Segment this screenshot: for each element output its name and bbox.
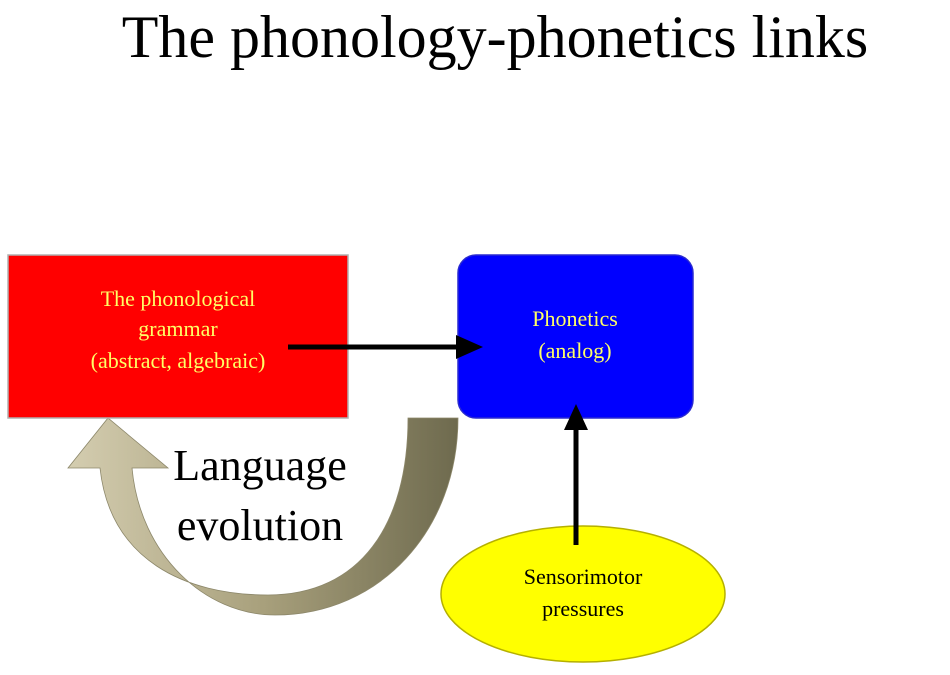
phonological-grammar-box xyxy=(7,254,349,419)
grammar-label-line-1: The phonological xyxy=(101,286,256,311)
evolution-label-line-2: evolution xyxy=(177,501,343,550)
grammar-to-phonetics-arrowhead xyxy=(456,335,483,359)
sensorimotor-pressures-ellipse xyxy=(440,525,726,663)
phonetics-box xyxy=(457,254,694,419)
phonetics-label-line-2: (analog) xyxy=(538,338,611,363)
pressures-to-phonetics-arrowhead xyxy=(564,404,588,430)
slide-title: The phonology-phonetics links xyxy=(121,4,869,70)
evolution-label-line-1: Language xyxy=(173,441,346,490)
grammar-label-line-3: (abstract, algebraic) xyxy=(91,348,266,373)
pressures-label-line-1: Sensorimotor xyxy=(524,564,643,589)
phonetics-label-line-1: Phonetics xyxy=(532,306,618,331)
pressures-label-line-2: pressures xyxy=(542,596,624,621)
grammar-label-line-2: grammar xyxy=(138,316,218,341)
evolution-curved-arrow xyxy=(67,417,459,616)
